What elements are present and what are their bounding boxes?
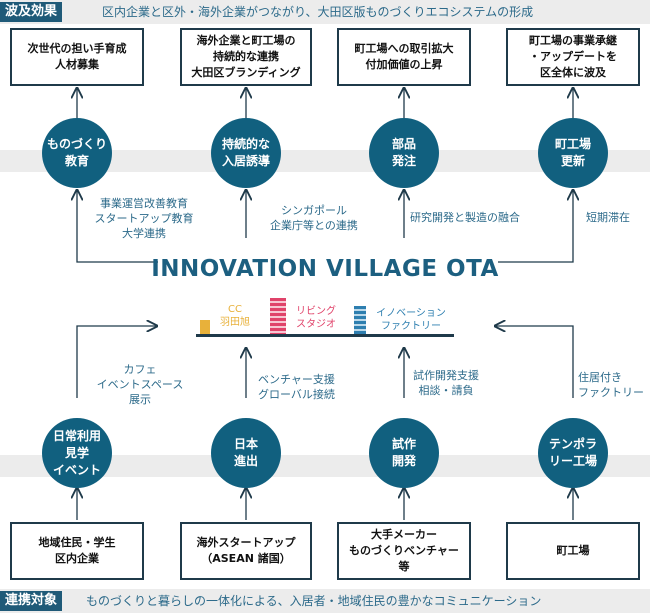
effect-box-talent: 次世代の担い手育成 人材募集	[10, 28, 144, 86]
bottom-band	[0, 589, 650, 613]
facility-living-studio: リビング スタジオ	[296, 306, 336, 330]
cc-building-icon	[200, 320, 210, 334]
label-edu: 事業運営改善教育 スタートアップ教育 大学連携	[94, 197, 194, 240]
village-title: INNOVATION VILLAGE OTA	[151, 256, 499, 282]
circle-daily-use: 日常利用 見学 イベント	[42, 418, 112, 488]
circle-factory-renewal: 町工場 更新	[538, 118, 608, 188]
circle-japan-entry: 日本 進出	[211, 418, 281, 488]
effect-box-branding: 海外企業と町工場の 持続的な連携 大田区ブランディング	[180, 28, 312, 86]
circle-parts-order: 部品 発注	[369, 118, 439, 188]
label-rnd: 研究開発と製造の融合	[410, 211, 520, 224]
arrow-center-renew	[498, 190, 573, 263]
innovation-factory-building-icon	[354, 306, 366, 334]
partner-box-makers: 大手メーカー ものづくりベンチャー 等	[337, 522, 471, 580]
label-singapore: シンガポール 企業庁等との連携	[270, 204, 358, 232]
effect-box-succession: 町工場の事業承継 ・アップデートを 区全体に波及	[506, 28, 640, 86]
partners-caption: ものづくりと暮らしの一体化による、入居者・地域住民の豊かなコミュニケーション	[86, 594, 542, 608]
circle-temporary-factory: テンポラ リー工場	[538, 418, 608, 488]
arrow-center-edu	[77, 190, 158, 263]
effects-caption: 区内企業と区外・海外企業がつながり、大田区版ものづくりエコシステムの形成	[102, 5, 534, 19]
label-proto-support: 試作開発支援 相談・請負	[413, 369, 479, 397]
effects-tag: 波及効果	[0, 2, 63, 22]
partners-tag: 連携対象	[0, 591, 63, 611]
label-short-stay: 短期滞在	[586, 211, 630, 224]
lower-gray-band	[0, 455, 650, 477]
effect-box-trade: 町工場への取引拡大 付加価値の上昇	[337, 28, 471, 86]
partner-box-factory: 町工場	[506, 522, 640, 580]
circle-monozukuri-edu: ものづくり 教育	[42, 118, 112, 188]
facility-innovation-factory: イノベーション ファクトリー	[376, 308, 446, 332]
ground-line	[196, 334, 454, 337]
living-studio-building-icon	[270, 298, 286, 334]
arrow-daily-center	[76, 326, 157, 398]
partner-box-overseas: 海外スタートアップ （ASEAN 諸国）	[180, 522, 312, 580]
facility-cc: CC 羽田旭	[220, 304, 250, 328]
label-live-factory: 住居付き ファクトリー	[578, 371, 644, 399]
label-venture-support: ベンチャー支援 グローバル接続	[258, 373, 335, 401]
partner-box-local: 地域住民・学生 区内企業	[10, 522, 144, 580]
label-cafe: カフェ イベントスペース 展示	[96, 363, 184, 406]
arrow-temp-center	[495, 326, 574, 398]
circle-prototype: 試作 開発	[369, 418, 439, 488]
upper-gray-band	[0, 150, 650, 172]
top-band	[0, 0, 650, 24]
circle-move-in: 持続的な 入居誘導	[211, 118, 281, 188]
